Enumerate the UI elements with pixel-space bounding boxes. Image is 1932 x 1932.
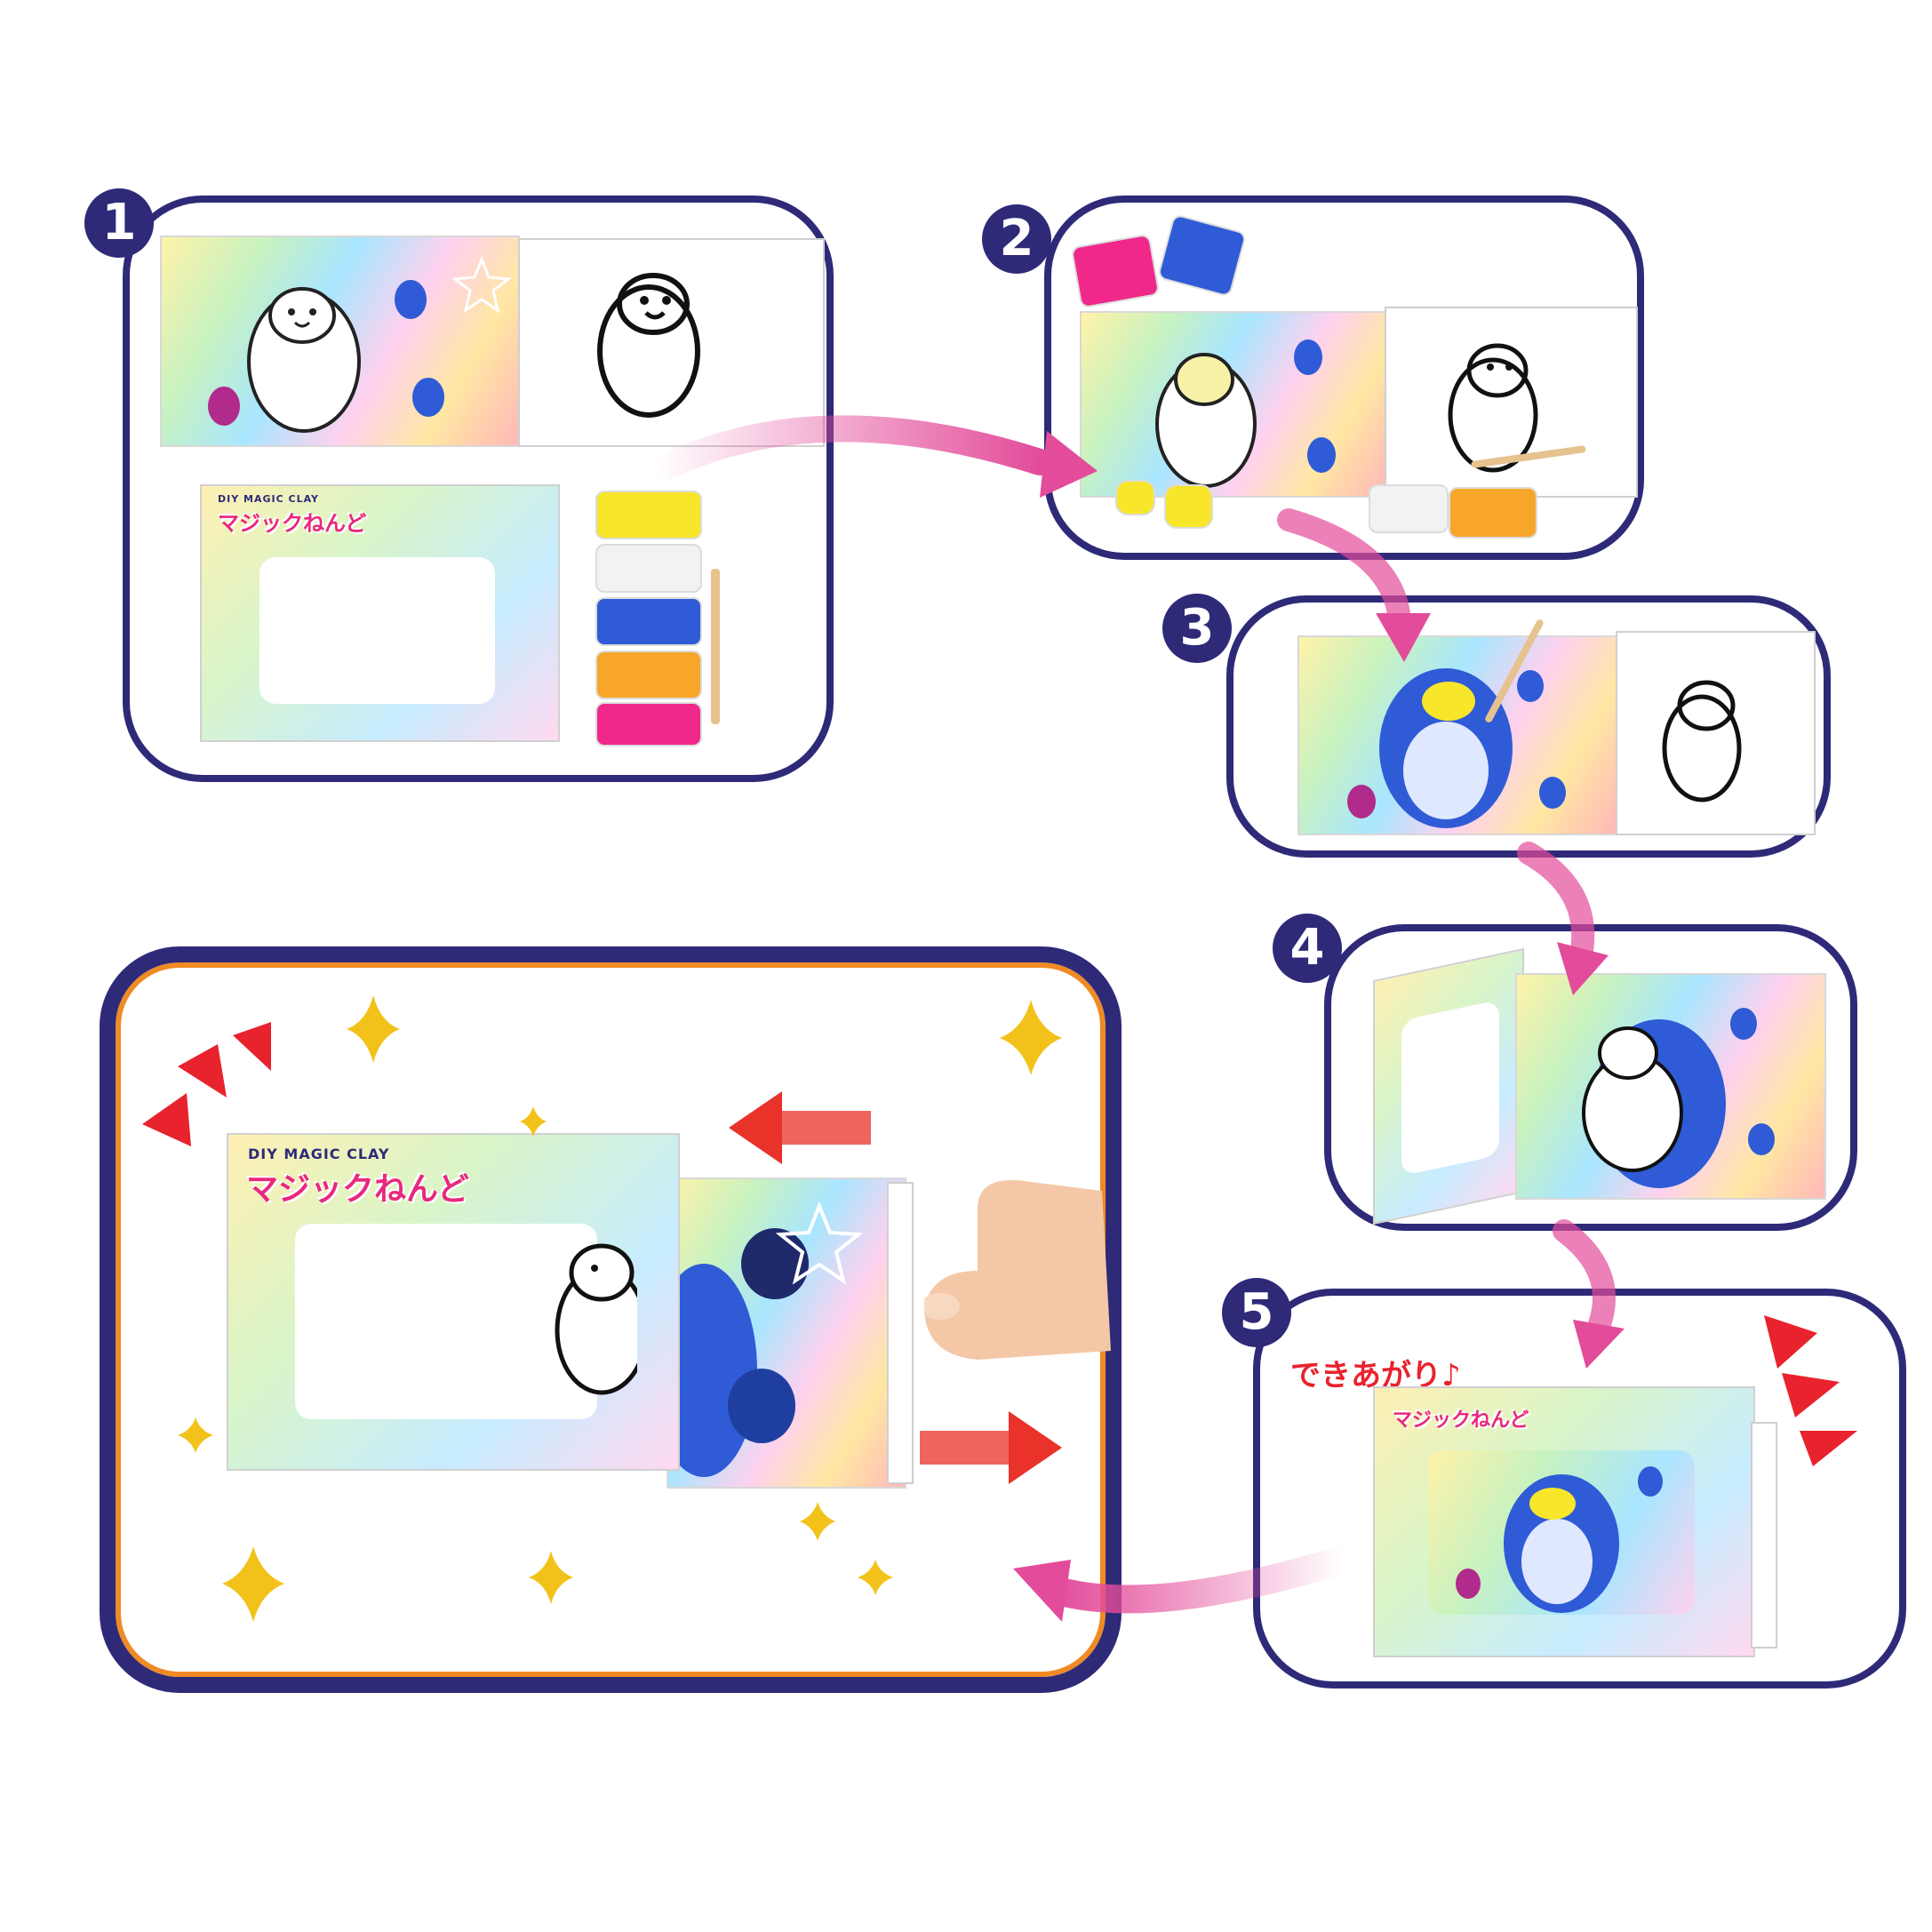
penguin-clay-illustration	[1456, 1466, 1663, 1613]
product-subtitle: DIY MAGIC CLAY	[248, 1146, 390, 1162]
penguin-outline-illustration	[555, 1243, 637, 1395]
final-frame-card: DIY MAGIC CLAY マジックねんど	[227, 1133, 680, 1471]
product-title: マジックねんど	[218, 511, 367, 536]
clay-piece-yellow	[1115, 480, 1155, 515]
sparkle-icons	[178, 995, 1062, 1622]
clay-pack-pink	[595, 702, 702, 746]
slide-arrow-right	[920, 1411, 1062, 1484]
frame-window	[1428, 1450, 1695, 1615]
step-5-badge: 5	[1222, 1278, 1291, 1347]
clay-pack-white	[595, 544, 702, 593]
penguin-outline-illustration	[1155, 339, 1336, 488]
step-1-outline-sheet	[518, 238, 825, 447]
clay-pack-orange	[1449, 487, 1537, 539]
hand-illustration	[924, 1180, 1111, 1360]
step-4-badge: 4	[1273, 914, 1342, 983]
penguin-outline-illustration	[208, 255, 512, 433]
star-icon	[775, 1201, 864, 1285]
final-pull-tab	[887, 1182, 914, 1484]
final-coloring-card-sliding	[667, 1178, 906, 1489]
spatula-stick	[711, 569, 720, 724]
clay-pack-yellow	[595, 491, 702, 539]
penguin-clay-illustration	[1582, 1008, 1775, 1188]
step-2-outline-sheet	[1385, 307, 1638, 498]
step-3-outline-sheet	[1616, 631, 1816, 835]
step-4-coloring-card	[1515, 973, 1826, 1200]
penguin-outline-illustration	[1662, 680, 1742, 802]
flow-arrow-2-to-3	[1277, 508, 1431, 662]
penguin-clay-illustration	[668, 1201, 864, 1477]
clay-pack-blue	[595, 597, 702, 646]
star-icon	[451, 255, 512, 314]
flow-arrow-1-to-2	[644, 415, 1098, 498]
slide-arrow-left	[729, 1091, 871, 1164]
penguin-outline-illustration	[597, 273, 700, 418]
penguin-outline-illustration	[1448, 343, 1538, 473]
step-1-frame-card: DIY MAGIC CLAY マジックねんど	[200, 484, 560, 742]
product-subtitle: DIY MAGIC CLAY	[218, 493, 320, 505]
step-1-badge: 1	[84, 188, 154, 258]
step-3-coloring-card	[1297, 635, 1617, 835]
step-2-coloring-card	[1080, 311, 1386, 498]
product-title: マジックねんど	[246, 1171, 469, 1208]
emphasis-marks-step5	[1764, 1315, 1857, 1466]
clay-piece-yellow	[1164, 484, 1213, 529]
flow-arrow-4-to-5	[1553, 1219, 1625, 1369]
clay-pack-orange	[595, 651, 702, 699]
step-5-back-sheet	[1751, 1422, 1777, 1649]
clay-pack-white	[1369, 484, 1449, 533]
step-5-finished-frame: マジックねんど	[1373, 1386, 1755, 1657]
step-3-badge: 3	[1162, 594, 1232, 663]
frame-window	[295, 1224, 597, 1419]
frame-window	[259, 557, 495, 704]
flow-arrow-5-to-final	[1013, 1545, 1356, 1622]
penguin-clay-illustration	[1347, 668, 1566, 828]
product-title: マジックねんど	[1393, 1409, 1529, 1432]
flow-arrow-3-to-4	[1517, 842, 1609, 995]
step-2-badge: 2	[982, 204, 1051, 274]
emphasis-marks-final	[142, 1022, 271, 1146]
